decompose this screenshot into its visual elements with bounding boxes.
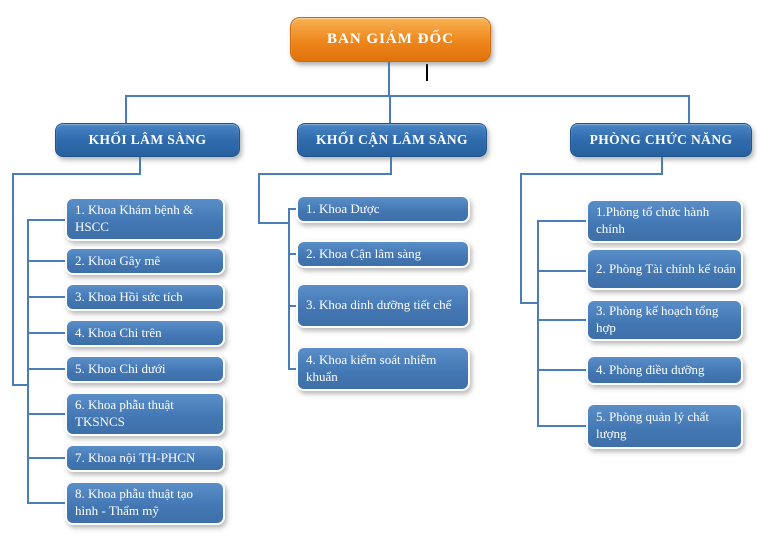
connector-outer-trunk-right xyxy=(520,173,522,304)
connector-hline2-right xyxy=(520,173,663,175)
connector-stub xyxy=(27,332,65,334)
connector-stub xyxy=(27,296,65,298)
org-item: 1.Phòng tổ chức hành chính xyxy=(586,199,743,243)
connector-hline2-mid xyxy=(258,173,392,175)
org-item: 7. Khoa nội TH-PHCN xyxy=(65,444,225,472)
connector-inner-trunk-right xyxy=(537,220,539,427)
connector-hdr-stub-left xyxy=(139,157,141,175)
connector-junction-right xyxy=(520,302,539,304)
org-item: 4. Khoa kiểm soát nhiễm khuẩn xyxy=(296,346,470,391)
connector-junction-mid xyxy=(258,222,290,224)
connector-stub xyxy=(537,425,587,427)
connector-stub xyxy=(27,219,65,221)
connector-stub xyxy=(288,368,297,370)
org-item: 8. Khoa phẫu thuật tạo hình - Thẩm mỹ xyxy=(65,481,225,525)
org-item: 3. Phòng kế hoạch tổng hợp xyxy=(586,299,743,341)
connector-drop-right xyxy=(688,95,690,124)
connector-outer-trunk-left xyxy=(12,173,14,386)
org-item: 1. Khoa Khám bệnh & HSCC xyxy=(65,197,225,241)
connector-stub xyxy=(27,457,65,459)
org-item: 2. Khoa Gây mê xyxy=(65,247,225,275)
org-item: 5. Khoa Chi dưới xyxy=(65,355,225,383)
org-item: 4. Khoa Chi trên xyxy=(65,319,225,347)
connector-stub xyxy=(27,502,65,504)
cursor-mark xyxy=(426,64,428,81)
org-header-khoi-lam-sang: KHỐI LÂM SÀNG xyxy=(55,123,240,157)
connector-drop-mid xyxy=(389,95,391,124)
connector-hdr-stub-mid xyxy=(390,157,392,175)
connector-outer-trunk-mid xyxy=(258,173,260,224)
org-item: 3. Khoa dinh dưỡng tiết chế xyxy=(296,283,470,328)
org-item: 5. Phòng quản lý chất lượng xyxy=(586,403,743,449)
connector-stub xyxy=(288,305,297,307)
org-item: 3. Khoa Hồi sức tích xyxy=(65,283,225,311)
org-item: 1. Khoa Dược xyxy=(296,195,470,223)
connector-hline2-left xyxy=(12,173,141,175)
connector-stub xyxy=(27,260,65,262)
connector-root-stub xyxy=(388,62,390,96)
connector-stub xyxy=(537,270,587,272)
connector-stub xyxy=(288,208,297,210)
connector-hdr-stub-right xyxy=(661,157,663,175)
connector-stub xyxy=(537,319,587,321)
org-item: 6. Khoa phẫu thuật TKSNCS xyxy=(65,392,225,436)
connector-junction-left xyxy=(12,384,29,386)
connector-stub xyxy=(27,368,65,370)
org-item: 4. Phòng điều dưỡng xyxy=(586,355,743,385)
connector-stub xyxy=(27,413,65,415)
org-header-phong-chuc-nang: PHÒNG CHỨC NĂNG xyxy=(570,123,752,157)
connector-stub xyxy=(537,369,587,371)
org-item: 2. Khoa Cận lâm sàng xyxy=(296,240,470,268)
org-header-khoi-can-lam-sang: KHỐI CẬN LÂM SÀNG xyxy=(297,123,487,157)
org-root-box: BAN GIÁM ĐỐC xyxy=(290,17,491,62)
connector-inner-trunk-mid xyxy=(288,208,290,370)
org-item: 2. Phòng Tài chính kế toán xyxy=(586,248,743,290)
connector-drop-left xyxy=(125,95,127,124)
connector-stub xyxy=(288,253,297,255)
connector-inner-trunk-left xyxy=(27,219,29,504)
connector-stub xyxy=(537,220,587,222)
connector-top-hline xyxy=(125,95,690,97)
